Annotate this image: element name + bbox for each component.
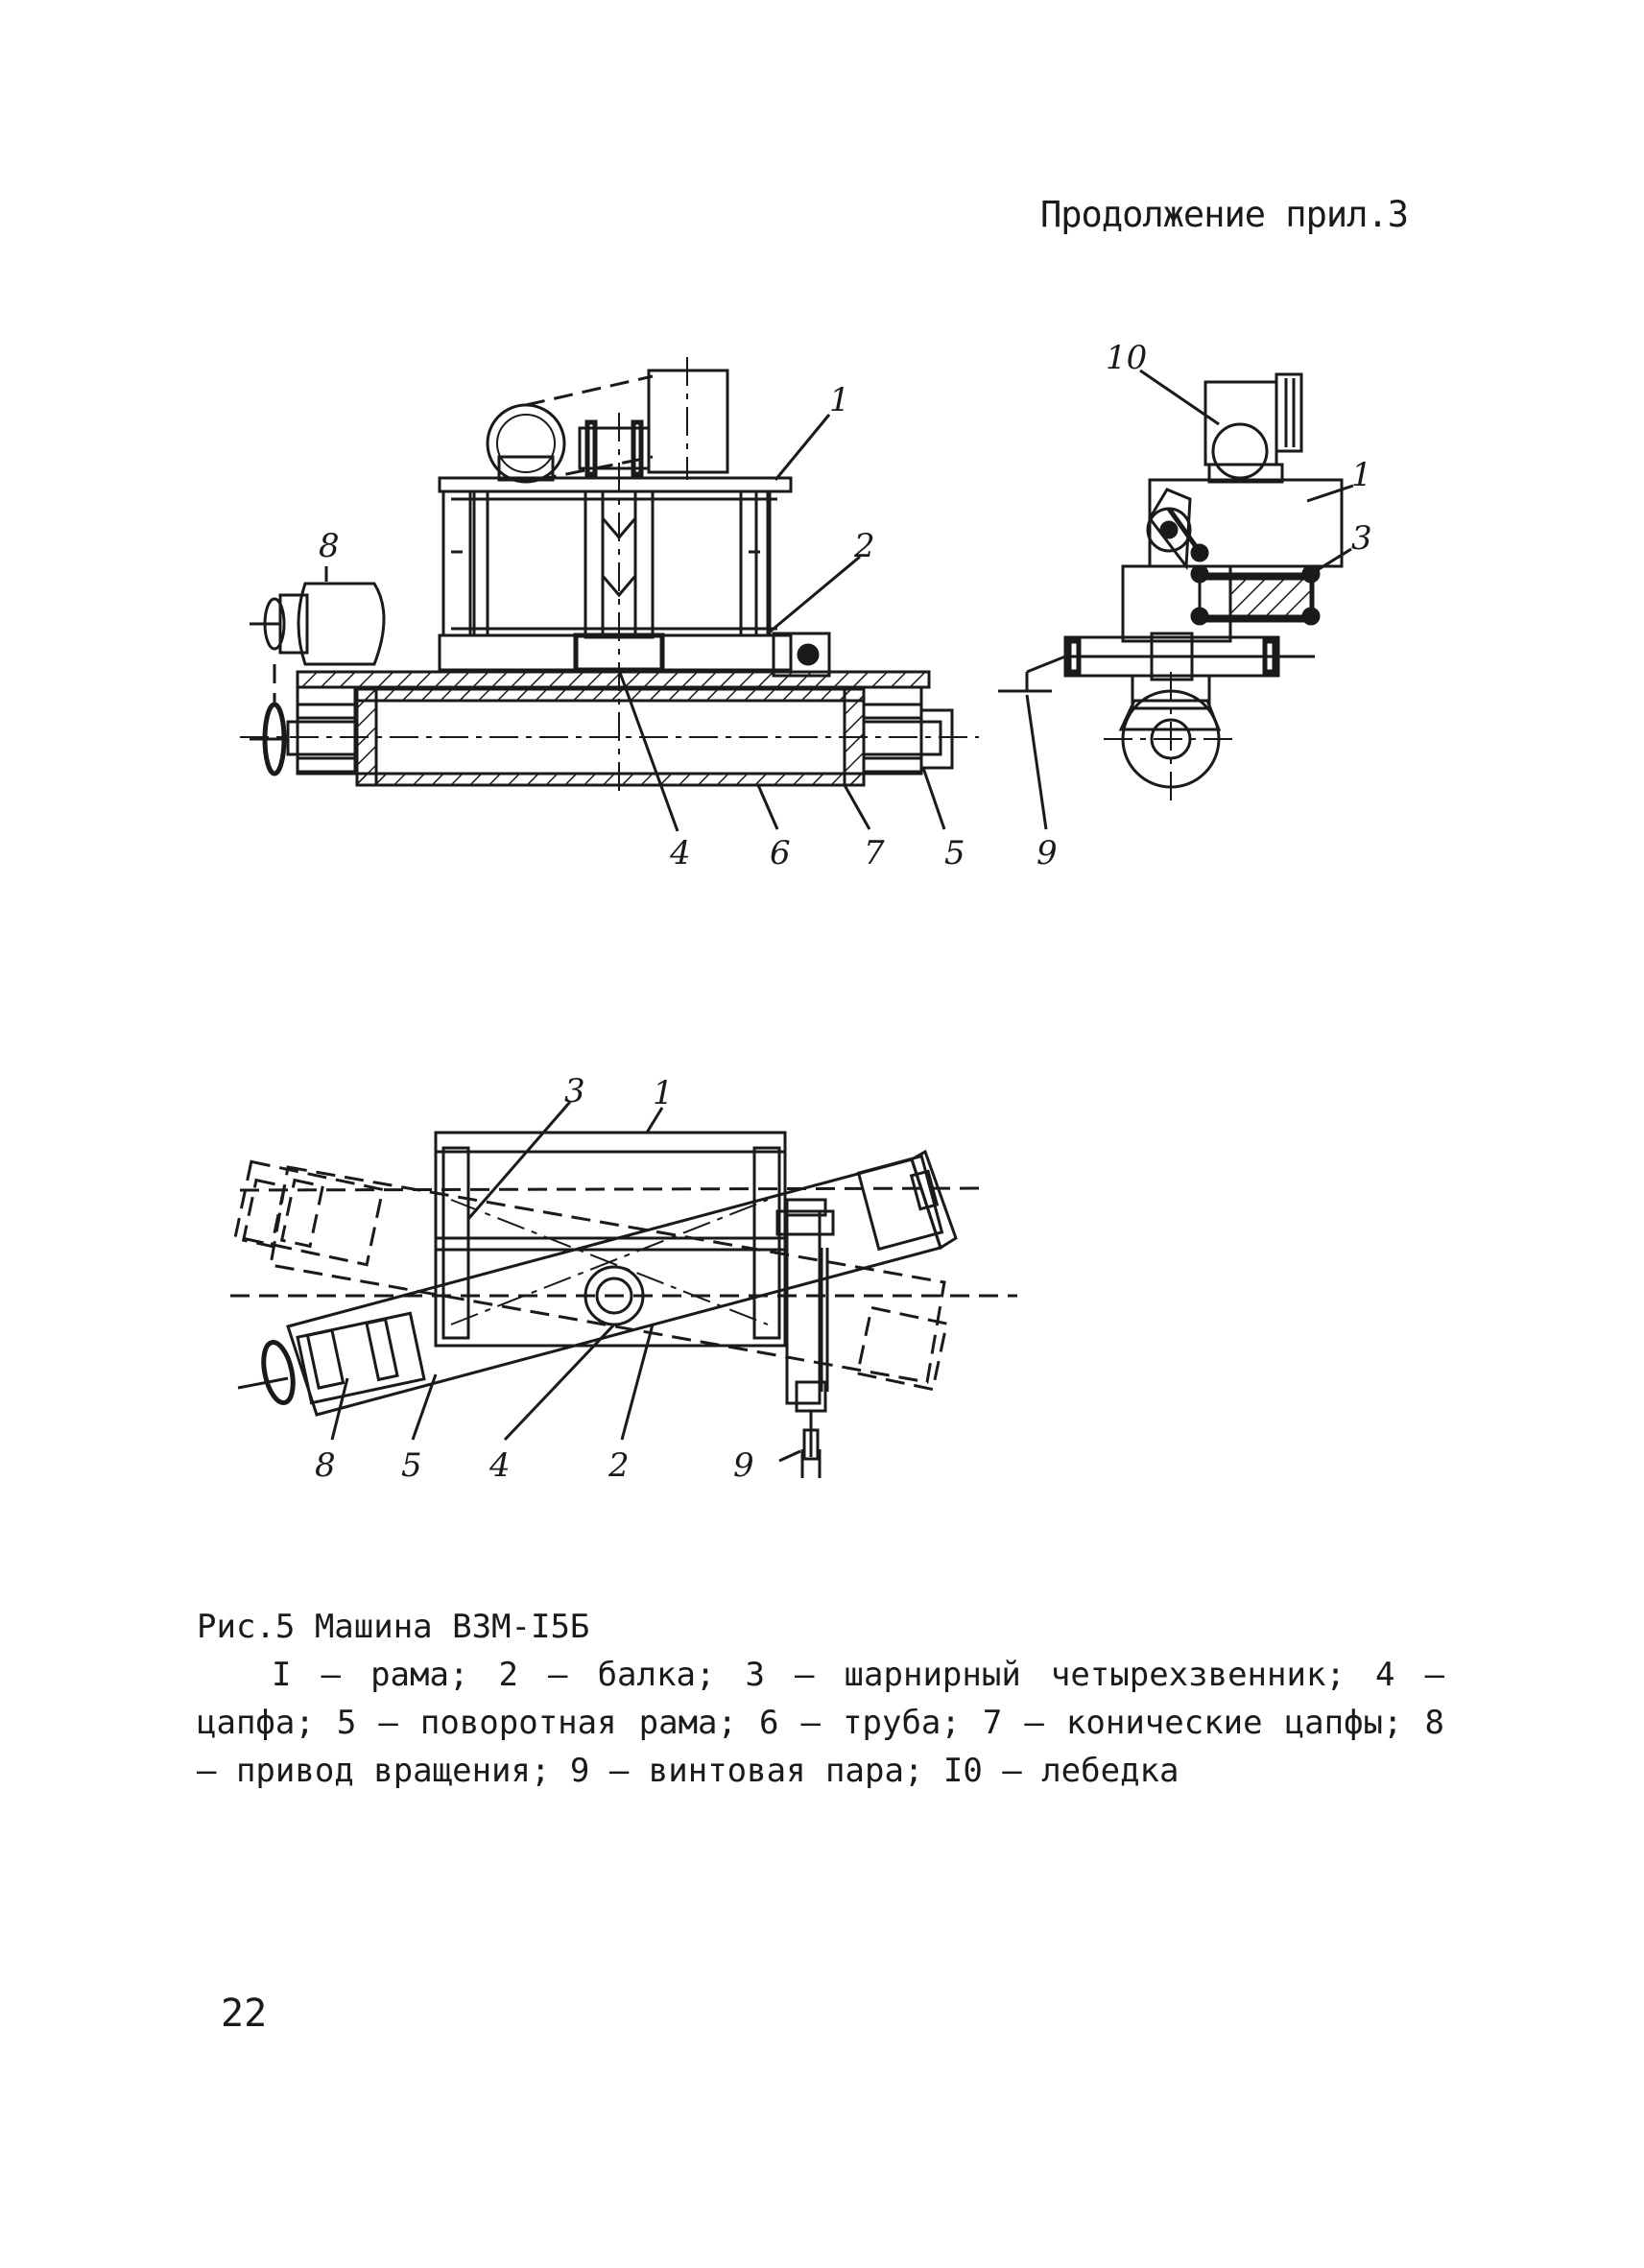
callout-plan-3: 3 <box>564 1072 585 1110</box>
continuation-header: Продолжение прил.3 <box>1040 194 1409 235</box>
front-view: 1 2 4 5 6 7 8 <box>240 357 979 872</box>
callout-plan-2: 2 <box>608 1446 630 1485</box>
callout-side-10: 10 <box>1106 339 1147 377</box>
callout-plan-9: 9 <box>733 1446 754 1485</box>
side-view: 10 1 3 9 <box>998 339 1372 872</box>
callout-plan-4: 4 <box>488 1446 511 1485</box>
callout-front-1: 1 <box>829 381 850 419</box>
callout-front-2: 2 <box>853 527 875 565</box>
callout-side-3: 3 <box>1351 519 1372 558</box>
callout-front-7: 7 <box>864 834 885 872</box>
figure-caption: Рис.5 Машина ВЗМ-I5Б I – рама; 2 – балка… <box>197 1603 1444 1795</box>
callout-side-1: 1 <box>1351 456 1372 494</box>
callout-front-6: 6 <box>770 834 791 872</box>
caption-title: Рис.5 Машина ВЗМ-I5Б <box>197 1608 590 1646</box>
plan-view: 3 1 8 5 4 2 9 <box>230 1072 1017 1485</box>
callout-side-9: 9 <box>1036 834 1058 872</box>
page-number: 22 <box>221 1992 268 2036</box>
callout-front-4: 4 <box>669 834 691 872</box>
callout-front-5: 5 <box>944 834 965 872</box>
callout-front-8: 8 <box>319 527 340 565</box>
callout-plan-8: 8 <box>315 1446 336 1485</box>
caption-legend: I – рама; 2 – балка; 3 – шарнирный четыр… <box>197 1656 1444 1790</box>
callout-plan-1: 1 <box>653 1074 674 1112</box>
callout-plan-5: 5 <box>401 1446 422 1485</box>
